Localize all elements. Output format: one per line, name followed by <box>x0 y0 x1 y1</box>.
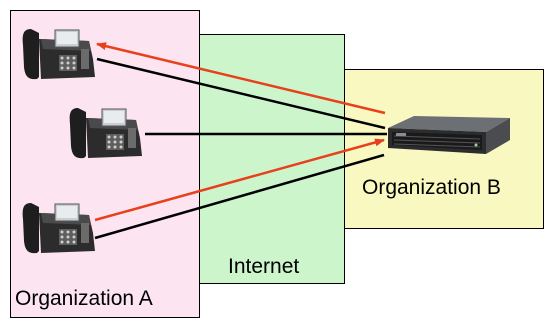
internet-zone <box>199 34 345 284</box>
link-server-to-phone3 <box>94 153 385 240</box>
ip-phone-icon <box>22 29 95 80</box>
internet-label: Internet <box>228 255 300 278</box>
organization-a-label: Organization A <box>15 287 153 310</box>
rack-server-icon <box>388 116 510 154</box>
ip-phone-icon <box>22 203 95 254</box>
link-phone1-to-server <box>96 57 386 130</box>
link-server-to-phone1 <box>96 42 386 115</box>
organization-b-label: Organization B <box>362 176 501 199</box>
ip-phone-icon <box>69 108 142 159</box>
link-phone3-to-server <box>94 138 385 222</box>
